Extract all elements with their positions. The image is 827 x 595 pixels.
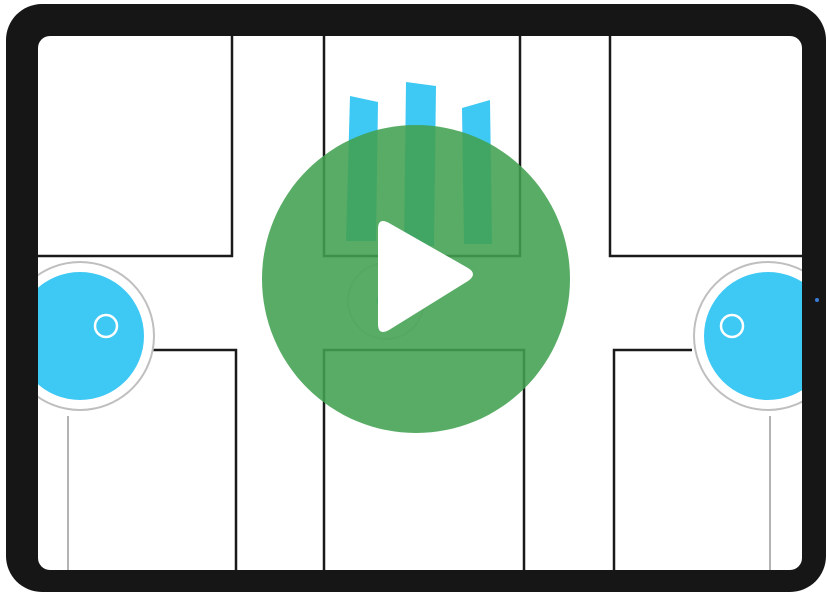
video-thumbnail[interactable] (38, 36, 802, 570)
wall-top-left (38, 36, 232, 256)
robot-vacuum-icon (38, 262, 154, 410)
wall-bottom-left (148, 350, 236, 570)
play-button[interactable] (262, 125, 570, 433)
play-icon (262, 125, 570, 433)
wall-top-right (610, 36, 802, 256)
camera-dot (815, 298, 819, 302)
wall-bottom-right (614, 350, 692, 570)
robot-vacuum-icon-right (694, 262, 802, 410)
